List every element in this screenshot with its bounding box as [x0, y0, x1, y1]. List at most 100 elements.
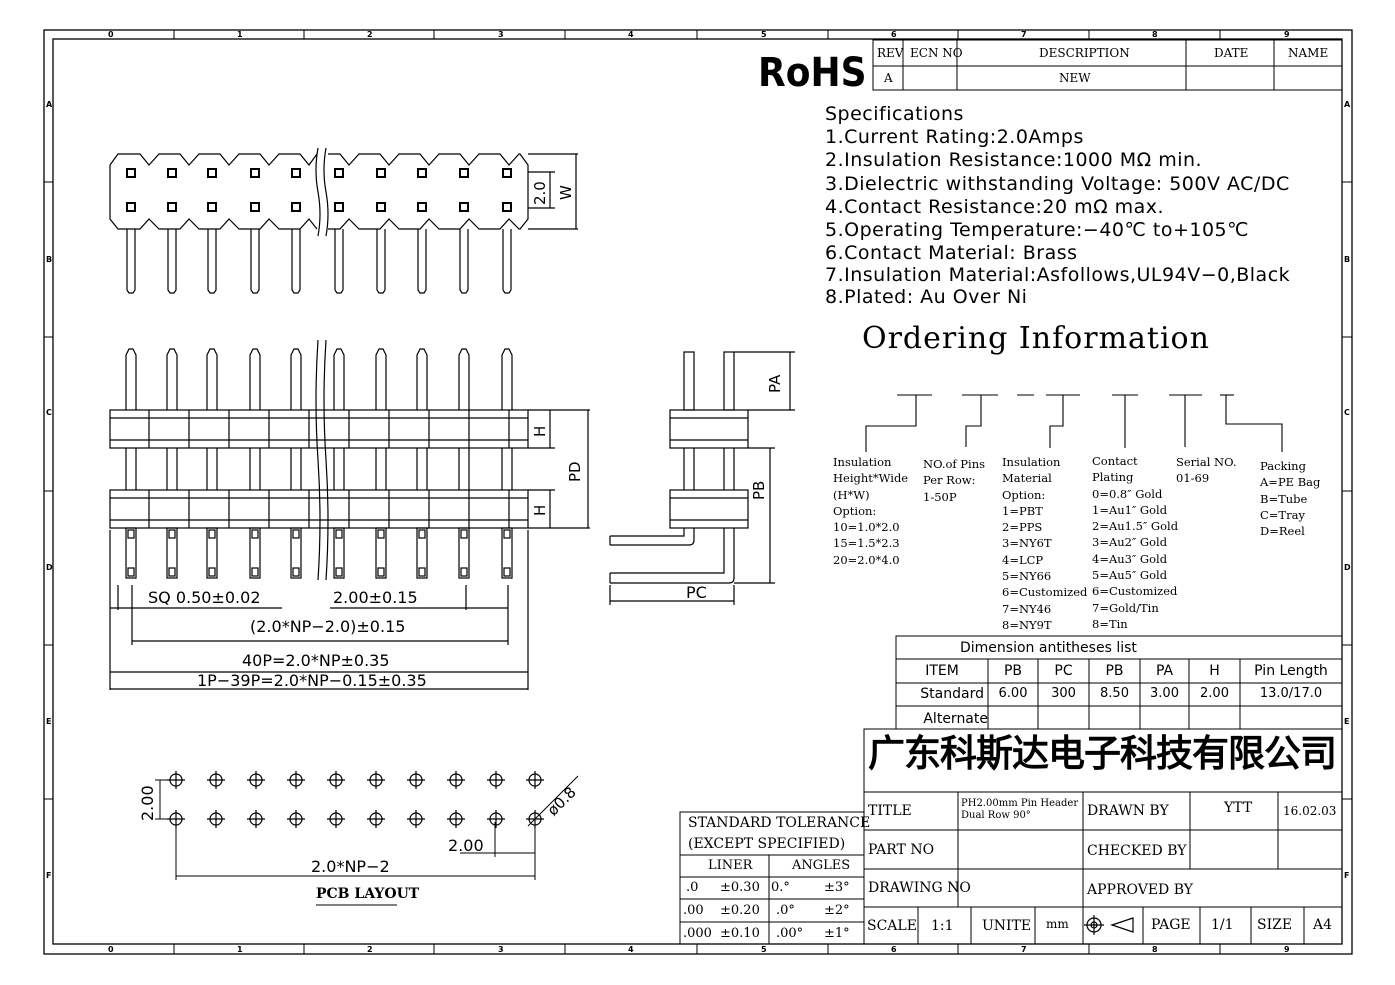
pin-lower — [206, 527, 218, 579]
dimension-table-title: Dimension antitheses list — [960, 640, 1137, 656]
dim-cell: Alternate — [923, 711, 988, 727]
tol-cell: ±2° — [824, 903, 850, 918]
ruler-label: C — [46, 408, 52, 417]
pin-upper — [458, 348, 470, 410]
pin-lower — [125, 527, 137, 579]
dim-cell: 2.00 — [1200, 686, 1229, 701]
rev-value: A — [884, 71, 893, 85]
dim-col-header: ITEM — [925, 663, 959, 679]
ruler-label: 9 — [1284, 945, 1290, 954]
dim-h-upper: H — [531, 425, 549, 437]
pin-square-inner — [419, 170, 425, 176]
ruler-label: C — [1344, 408, 1350, 417]
ruler-label: 1 — [237, 30, 243, 39]
pin-leg — [126, 229, 136, 294]
ruler-label: E — [1344, 717, 1350, 726]
pin-leg — [417, 229, 427, 294]
top-view-legs — [126, 229, 512, 294]
pin-square-inner — [504, 204, 510, 210]
pin-lower — [333, 527, 345, 579]
ruler-label: 8 — [1152, 30, 1158, 39]
ordering-col-height: Insulation Height*Wide (H*W) Option: 10=… — [833, 455, 909, 567]
pin-upper — [333, 348, 345, 410]
ordering-col-plating: Contact Plating 0=0.8″ Gold 1=Au1″ Gold … — [1092, 454, 1179, 631]
pin-upper — [416, 348, 428, 410]
title-label: TITLE — [868, 803, 912, 819]
pin-tip — [335, 567, 343, 577]
spec-item: 1.Current Rating:2.0Amps — [825, 126, 1084, 148]
ruler-label: D — [1344, 563, 1351, 572]
tolerance-angles: ANGLES — [792, 858, 851, 873]
ruler-label: 1 — [237, 945, 243, 954]
dim-top-pitch: 2.0 — [531, 181, 549, 205]
ordering-title: Ordering Information — [862, 321, 1210, 356]
ruler-label: A — [1344, 100, 1351, 109]
scale-label: SCALE — [867, 918, 917, 934]
pin-square-inner — [169, 204, 175, 210]
pcb-row-pitch: 2.00 — [138, 785, 157, 821]
tol-cell: ±3° — [824, 880, 850, 895]
tol-cell: .000 — [683, 926, 712, 941]
pin-tip — [251, 567, 259, 577]
ruler-label: 5 — [761, 30, 767, 39]
ordering-col-serial: Serial NO. 01-69 — [1176, 455, 1237, 486]
pin-square-inner — [419, 204, 425, 210]
ordering-col-packing: Packing A=PE Bag B=Tube C=Tray D=Reel — [1260, 459, 1321, 539]
spec-item: 8.Plated: Au Over Ni — [825, 286, 1028, 308]
dim-cell: Standard — [920, 686, 984, 702]
pin-lower — [290, 527, 302, 579]
tolerance-title: STANDARD TOLERANCE — [688, 815, 871, 831]
pin-square-inner — [378, 204, 384, 210]
pin-square-inner — [461, 204, 467, 210]
description-value: NEW — [1059, 71, 1091, 85]
pin-leg — [459, 229, 469, 294]
pin-square-inner — [209, 170, 215, 176]
pin-leg — [291, 229, 301, 294]
size-value: A4 — [1313, 917, 1333, 933]
spec-item: 4.Contact Resistance:20 mΩ max. — [825, 196, 1165, 218]
pcb-layout-title: PCB LAYOUT — [316, 886, 420, 902]
dim-cell: 6.00 — [998, 686, 1028, 701]
ruler-label: 2 — [367, 30, 373, 39]
ecn-header: ECN NO — [910, 46, 963, 60]
tol-cell: .0° — [776, 903, 795, 918]
drawing-no-label: DRAWING NO — [868, 880, 971, 896]
pin-upper — [290, 348, 302, 410]
pin-tip — [377, 529, 385, 539]
part-no-label: PART NO — [868, 842, 935, 858]
dim-span: (2.0*NP−2.0)±0.15 — [250, 617, 406, 636]
unit-value: mm — [1046, 917, 1069, 931]
name-header: NAME — [1288, 46, 1329, 60]
ruler-label: 4 — [628, 945, 634, 954]
dim-h-lower: H — [531, 504, 549, 516]
top-view-pins — [126, 168, 512, 212]
pin-leg — [250, 229, 260, 294]
size-label: SIZE — [1257, 917, 1293, 933]
ruler-label: 9 — [1284, 30, 1290, 39]
company-name: 广东科斯达电子科技有限公司 — [868, 732, 1337, 775]
ruler-label: F — [1344, 871, 1350, 880]
ruler-label: B — [46, 255, 53, 264]
pin-tip — [251, 529, 259, 539]
pin-tip — [127, 529, 135, 539]
ruler-label: 7 — [1021, 945, 1027, 954]
pin-square-inner — [336, 170, 342, 176]
dimension-table-grid — [895, 635, 1343, 730]
tol-cell: ±1° — [824, 926, 850, 941]
pin-tip — [503, 529, 511, 539]
pin-square-inner — [252, 170, 258, 176]
pin-leg — [334, 229, 344, 294]
dim-sq: SQ 0.50±0.02 — [148, 588, 261, 607]
ruler-label: 3 — [498, 30, 504, 39]
ruler-label: 2 — [367, 945, 373, 954]
ruler-label: 0 — [108, 30, 114, 39]
tol-cell: .0 — [686, 880, 699, 895]
pin-tip — [503, 567, 511, 577]
pin-square-inner — [504, 170, 510, 176]
pin-square-inner — [252, 204, 258, 210]
pin-upper — [206, 348, 218, 410]
ruler-label: 7 — [1021, 30, 1027, 39]
spec-item: 5.Operating Temperature:−40℃ to+105℃ — [825, 219, 1249, 241]
pcb-pitch: 2.00 — [448, 836, 484, 855]
